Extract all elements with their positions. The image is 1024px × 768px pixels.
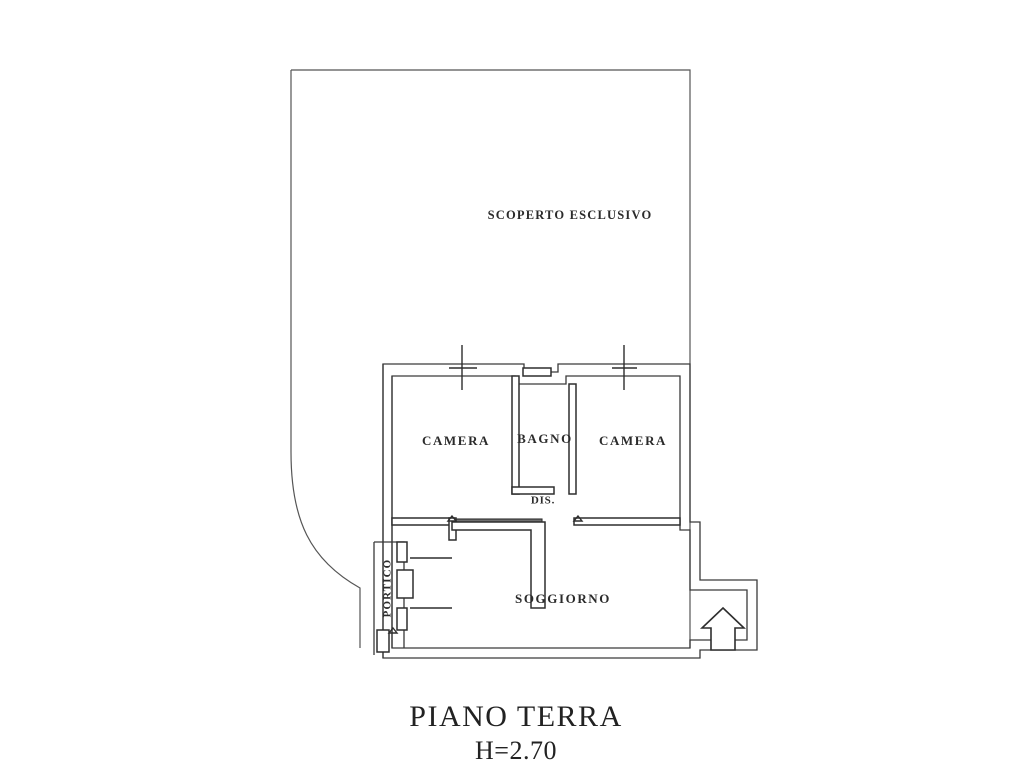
wall-camera-right-south	[573, 517, 681, 526]
wall-bagno-camera-right	[568, 383, 577, 495]
room-label-camera-right: CAMERA	[599, 433, 667, 448]
label-scoperto-esclusivo: SCOPERTO ESCLUSIVO	[488, 208, 653, 222]
wall-soggiorno-partition	[451, 521, 546, 609]
room-label-bagno: BAGNO	[517, 431, 573, 446]
entrance-arrow-icon	[700, 606, 746, 651]
plan-height-note: H=2.70	[475, 736, 557, 765]
room-label-portico: PORTICO	[382, 559, 394, 618]
west-wall	[382, 364, 393, 658]
room-label-disimpegno: DIS.	[531, 495, 555, 507]
portico-railings	[410, 557, 452, 609]
room-label-camera-left: CAMERA	[422, 433, 490, 448]
door-jambs	[387, 514, 584, 634]
wall-camera-left-bagno	[511, 375, 555, 495]
plan-title: PIANO TERRA	[409, 700, 622, 733]
room-label-soggiorno: SOGGIORNO	[515, 591, 611, 606]
portico-walls	[373, 541, 414, 655]
window-marks	[449, 345, 637, 390]
property-boundary	[290, 69, 691, 648]
